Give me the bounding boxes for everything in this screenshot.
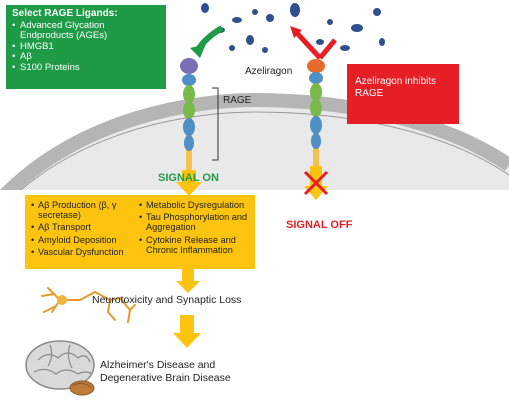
signal-off-arrow-stem <box>310 166 322 188</box>
neurotoxicity-label: Neurotoxicity and Synaptic Loss <box>92 294 242 306</box>
ligand-item: Aβ <box>12 51 160 63</box>
ligands-title: Select RAGE Ligands: <box>12 8 118 19</box>
alzheimers-line-1: Alzheimer's Disease and <box>100 359 216 371</box>
effect-item: Tau Phosphorylation and Aggregation <box>139 212 251 232</box>
effects-right-column: Metabolic Dysregulation Tau Phosphorylat… <box>139 200 251 257</box>
signal-on-label: SIGNAL ON <box>158 172 219 184</box>
effect-item: Metabolic Dysregulation <box>139 200 251 210</box>
signal-off-label: SIGNAL OFF <box>286 219 353 231</box>
arrow-to-neurotoxicity-stem <box>182 269 194 281</box>
ligand-item: Advanced Glycation Endproducts (AGEs) <box>12 20 160 42</box>
effect-item: Amyloid Deposition <box>31 235 131 245</box>
brain-illustration <box>25 340 95 396</box>
ligand-item: S100 Proteins <box>12 62 160 74</box>
effect-item: Aβ Production (β, γ secretase) <box>31 200 131 220</box>
ligands-box: Select RAGE Ligands: Advanced Glycation … <box>6 5 166 89</box>
inhibit-box: Azeliragon inhibits RAGE <box>347 64 459 124</box>
arrow-to-alzheimers-head <box>173 333 201 348</box>
membrane-inner-line <box>0 111 509 211</box>
inhibitor-arrow <box>294 30 322 60</box>
ligand-particles <box>201 3 385 53</box>
neuron-body <box>57 295 67 305</box>
effect-item: Vascular Dysfunction <box>31 247 131 257</box>
signal-block-x <box>303 170 329 196</box>
ligands-list: Advanced Glycation Endproducts (AGEs) HM… <box>12 20 160 74</box>
effect-item: Cytokine Release and Chronic Inflammatio… <box>139 235 251 255</box>
alzheimers-label: Alzheimer's Disease and Degenerative Bra… <box>100 359 231 385</box>
signal-on-arrow-stem <box>182 170 196 182</box>
rage-bracket <box>212 87 219 161</box>
alzheimers-line-2: Degenerative Brain Disease <box>100 372 231 384</box>
membrane-outer-layer <box>0 92 509 205</box>
rage-label: RAGE <box>223 95 252 106</box>
rage-receptor-active <box>180 58 198 170</box>
effects-box: Aβ Production (β, γ secretase) Aβ Transp… <box>25 195 255 269</box>
rage-receptor-blocked <box>307 59 325 166</box>
ligand-item: HMGB1 <box>12 41 160 53</box>
effects-left-column: Aβ Production (β, γ secretase) Aβ Transp… <box>31 200 131 259</box>
arrow-to-alzheimers-stem <box>180 315 194 333</box>
arrow-to-neurotoxicity-head <box>176 281 200 293</box>
effect-item: Aβ Transport <box>31 222 131 232</box>
azeliragon-label: Azeliragon <box>245 66 293 77</box>
signal-on-arrow-head <box>176 182 202 196</box>
